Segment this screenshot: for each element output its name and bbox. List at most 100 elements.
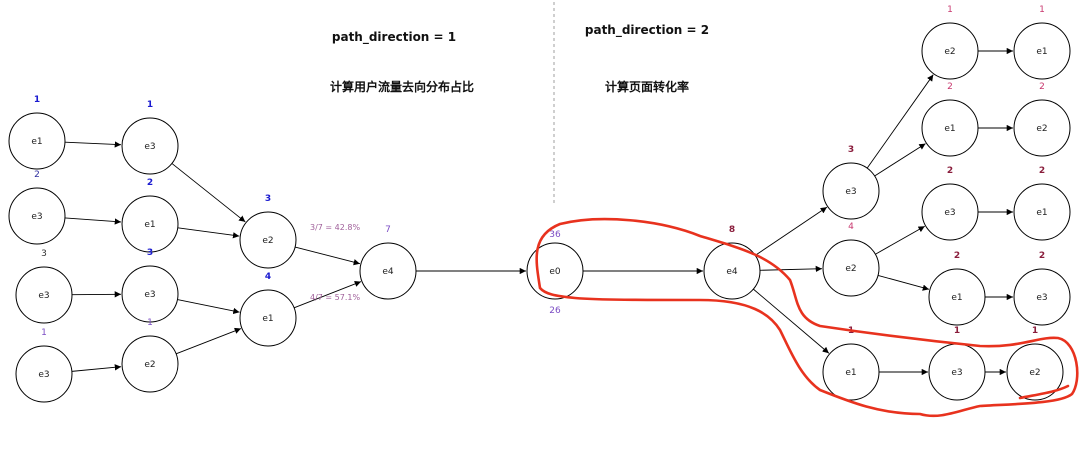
node-circle [822, 343, 880, 401]
node-label: e2 [1036, 124, 1047, 134]
edge-e4-b2 [759, 265, 823, 273]
edge-m4-n2 [175, 327, 242, 355]
node-count: 1 [947, 5, 953, 15]
node-count: 1 [1039, 5, 1045, 15]
node-label: e4 [726, 267, 738, 277]
node-count: 2 [954, 251, 960, 261]
node-circle [8, 112, 66, 170]
node-label: e1 [1036, 208, 1047, 218]
node-count: 1 [954, 326, 960, 336]
right-subheading: 计算页面转化率 [605, 79, 689, 94]
node-label: e1 [845, 368, 856, 378]
node-count: 2 [947, 82, 953, 92]
node-t: e4 7 [359, 225, 417, 300]
node-circle [822, 239, 880, 297]
node-l3: e3 3 [15, 249, 73, 324]
node-label: e2 [845, 264, 856, 274]
node-count: 8 [729, 225, 735, 235]
edge-l1-m1 [64, 141, 122, 148]
node-d3: e1 2 [1013, 166, 1071, 241]
node-n1: e23 [239, 194, 297, 269]
node-d4: e32 [1013, 251, 1071, 326]
node-l1: e11 [8, 95, 66, 170]
node-label: e2 [144, 360, 155, 370]
left-subheading: 计算用户流量去向分布占比 [330, 79, 474, 94]
node-label: e3 [38, 291, 49, 301]
node-label: e0 [549, 267, 561, 277]
node-count: 2 [1039, 251, 1045, 261]
node-c4: e1 2 [928, 251, 986, 326]
node-circle [921, 22, 979, 80]
node-circle [1006, 343, 1064, 401]
edge-e4-b1 [754, 206, 828, 256]
node-l4: e3 1 [15, 328, 73, 403]
node-label: e1 [951, 293, 962, 303]
highlight-tail [1018, 384, 1070, 400]
edge-b1-c2 [874, 143, 926, 177]
left-heading: path_direction = 1 [332, 30, 456, 45]
node-m1: e31 [121, 100, 179, 175]
node-circle [928, 268, 986, 326]
node-circle [1013, 99, 1071, 157]
node-circle [1013, 22, 1071, 80]
node-count: 4 [265, 272, 271, 282]
ratio-label-lower: 4/7 = 57.1% [310, 293, 360, 302]
node-circle [703, 242, 761, 300]
edge-b1-c1 [866, 74, 934, 169]
node-b1: e33 [822, 145, 880, 220]
edge-e4-b3 [753, 288, 830, 354]
highlight-loop [535, 217, 1079, 418]
node-label: e1 [1036, 47, 1047, 57]
node-count: 7 [385, 225, 391, 235]
edge-m2-n1 [177, 227, 240, 239]
node-c1: e2 1 [921, 5, 979, 80]
node-e0: e0 36 26 [526, 230, 584, 316]
edge-b2-c4 [877, 274, 930, 291]
node-count-below: 26 [549, 306, 561, 316]
node-count: 1 [34, 95, 40, 105]
edge-n1-t [294, 246, 361, 266]
node-m3: e33 [121, 248, 179, 323]
node-circle [8, 187, 66, 245]
node-label: e1 [144, 220, 155, 230]
node-circle [359, 242, 417, 300]
ratio-label-upper: 3/7 = 42.8% [310, 223, 360, 232]
edge-l2-m2 [64, 217, 122, 225]
right-heading: path_direction = 2 [585, 23, 709, 38]
node-count: 1 [41, 328, 47, 338]
node-label: e1 [262, 314, 273, 324]
node-label: e3 [31, 212, 42, 222]
node-count: 1 [147, 318, 153, 328]
node-label: e2 [944, 47, 955, 57]
node-circle [921, 99, 979, 157]
node-label: e4 [382, 267, 394, 277]
node-label: e3 [144, 142, 155, 152]
node-circle [121, 117, 179, 175]
node-count: 3 [265, 194, 271, 204]
node-count: 2 [147, 178, 153, 188]
node-e4: e4 8 [703, 225, 761, 300]
node-count: 36 [549, 230, 561, 240]
node-circle [15, 345, 73, 403]
node-count: 2 [1039, 166, 1045, 176]
node-circle [822, 162, 880, 220]
node-m2: e1 2 [121, 178, 179, 253]
node-count: 2 [947, 166, 953, 176]
node-b3: e11 [822, 326, 880, 401]
node-label: e3 [38, 370, 49, 380]
edges [64, 47, 1013, 376]
node-circle [526, 242, 584, 300]
node-count: 3 [41, 249, 47, 259]
node-circle [239, 289, 297, 347]
node-count: 3 [147, 248, 153, 258]
node-l2: e32 [8, 170, 66, 245]
node-label: e3 [845, 187, 856, 197]
node-c3: e32 [921, 166, 979, 241]
edge-m3-n2 [177, 299, 240, 315]
node-circle [1013, 183, 1071, 241]
node-c2: e12 [921, 82, 979, 157]
node-c5: e31 [928, 326, 986, 401]
node-label: e2 [1029, 368, 1040, 378]
node-count: 1 [1032, 326, 1038, 336]
